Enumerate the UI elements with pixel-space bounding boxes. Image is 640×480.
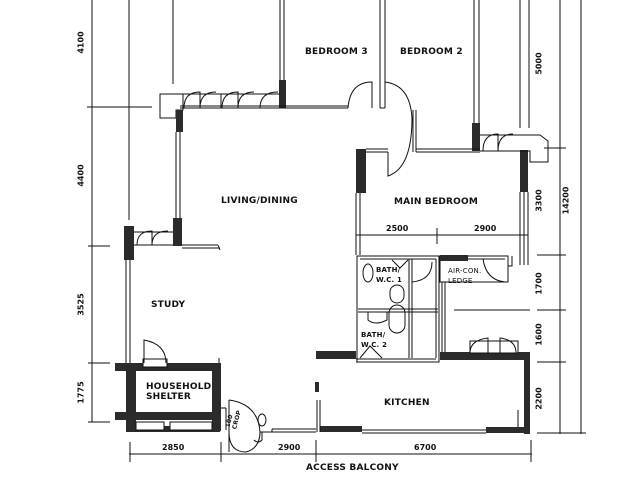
- room-label-main-bedroom: MAIN BEDROOM: [394, 197, 479, 207]
- room-label-bedroom-3: BEDROOM 3: [305, 47, 368, 57]
- aircon-line2: LEDGE: [448, 277, 473, 285]
- aircon-line1: AIR-CON.: [448, 267, 482, 275]
- room-label-living-dining: LIVING/DINING: [221, 196, 298, 206]
- dim-bottom-2850: 2850: [162, 443, 185, 452]
- entrance-door: [228, 399, 316, 453]
- dim-bottom-2900: 2900: [278, 443, 301, 452]
- dim-main-bedroom-2500: 2500: [386, 224, 409, 233]
- bath1-line2: W.C. 1: [376, 276, 403, 284]
- room-label-aircon-ledge: AIR-CON. LEDGE: [448, 266, 481, 286]
- bath2-line1: BATH/: [361, 331, 386, 339]
- shelter-line2: SHELTER: [146, 392, 192, 402]
- right-dimension-lines: [519, 0, 586, 434]
- dim-left-3525: 3525: [76, 293, 86, 316]
- bottom-dimension-line: [129, 440, 532, 462]
- living-left-wall: [124, 110, 221, 363]
- household-shelter-walls: [115, 339, 227, 432]
- left-dimension-lines: [87, 0, 174, 423]
- dim-right-3300: 3300: [534, 189, 544, 212]
- room-label-study: STUDY: [151, 300, 186, 310]
- dim-right-1600: 1600: [534, 323, 544, 346]
- dim-left-4400: 4400: [76, 164, 86, 187]
- room-label-bedroom-2: BEDROOM 2: [400, 47, 463, 57]
- bathrooms: [356, 255, 530, 363]
- room-label-household-shelter: HOUSEHOLD SHELTER: [146, 382, 211, 402]
- dim-right-total-14200: 14200: [561, 186, 571, 215]
- dim-main-bedroom-2900: 2900: [474, 224, 497, 233]
- dim-bottom-6700: 6700: [414, 443, 437, 452]
- room-label-bath-wc-1: BATH/ W.C. 1: [376, 265, 402, 285]
- dim-right-1700: 1700: [534, 272, 544, 295]
- dim-left-4100: 4100: [76, 31, 86, 54]
- room-label-bath-wc-2: BATH/ W.C. 2: [361, 330, 387, 350]
- dim-left-1775: 1775: [76, 381, 86, 404]
- access-balcony-label: ACCESS BALCONY: [306, 463, 399, 473]
- main-bedroom-walls: [355, 133, 549, 265]
- shelter-line1: HOUSEHOLD: [146, 382, 212, 392]
- kitchen-walls: [315, 337, 530, 434]
- dim-right-5000: 5000: [534, 52, 544, 75]
- bath2-line2: W.C. 2: [361, 341, 388, 349]
- bedrooms-upper-walls: [180, 0, 480, 153]
- bath1-line1: BATH/: [376, 266, 401, 274]
- room-label-kitchen: KITCHEN: [384, 398, 430, 408]
- living-bay-window: [159, 91, 280, 119]
- dim-right-2200: 2200: [534, 387, 544, 410]
